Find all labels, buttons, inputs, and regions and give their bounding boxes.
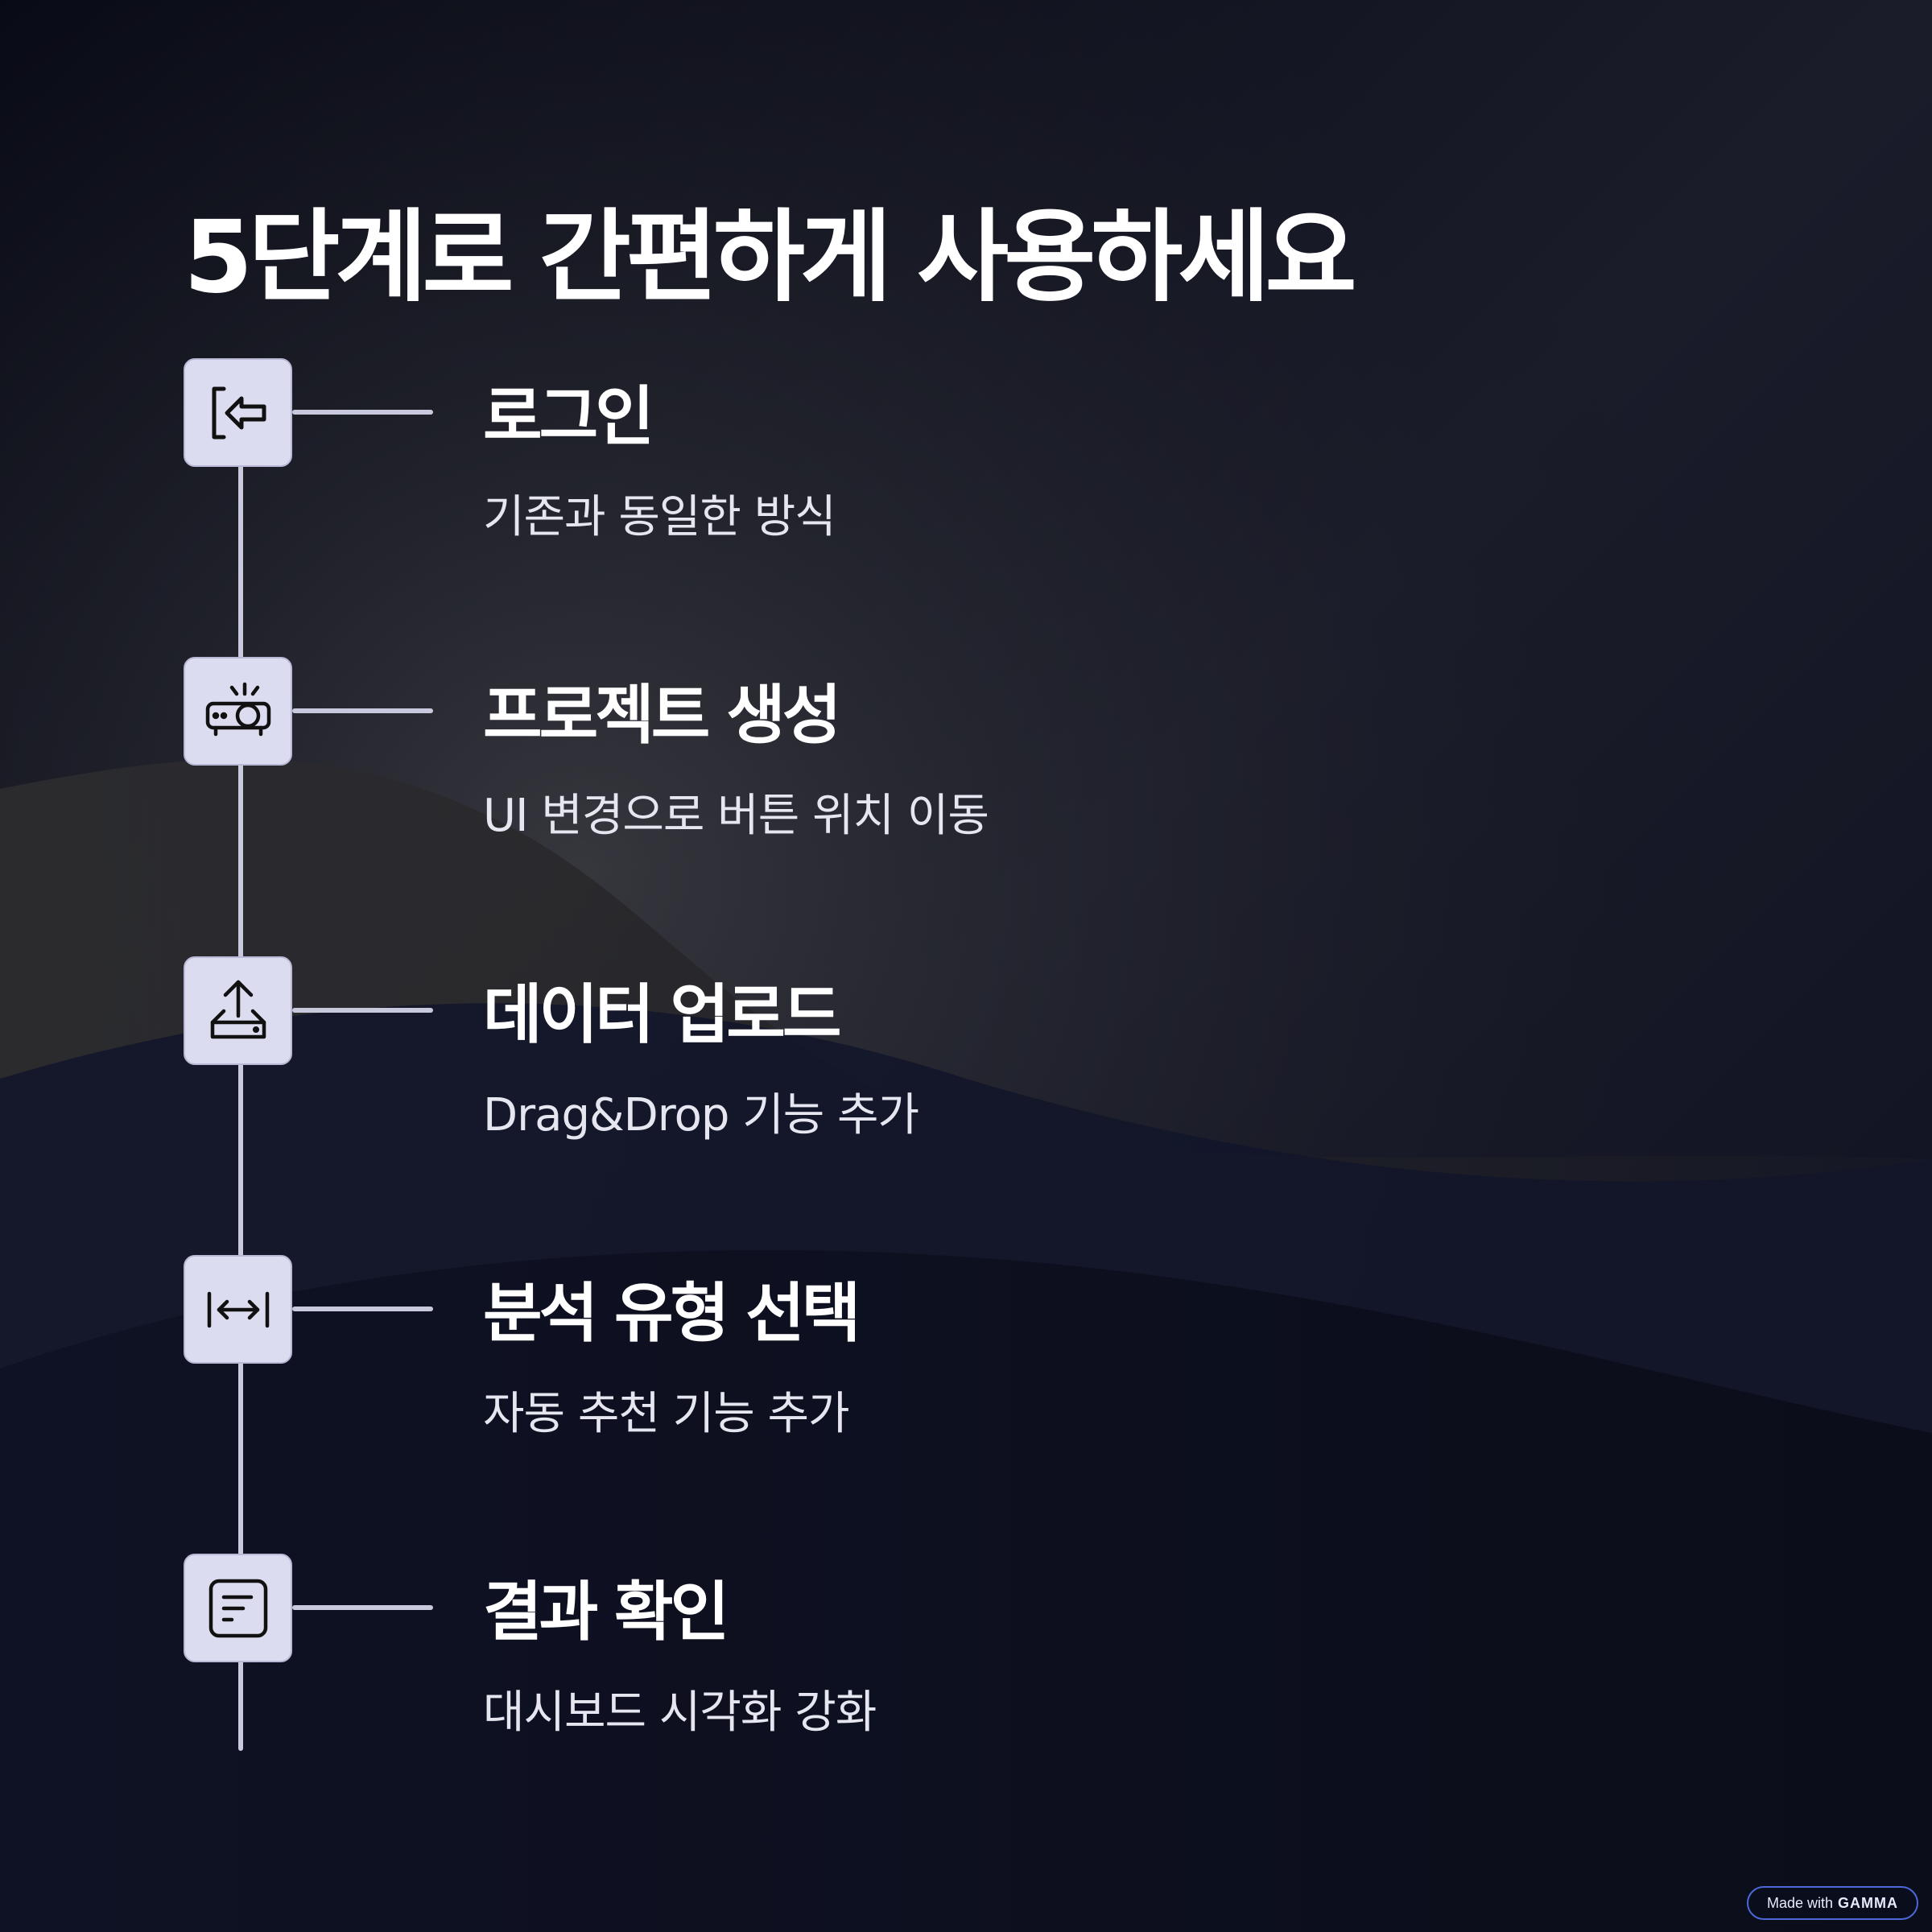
step-title: 분석 유형 선택 [483, 1276, 861, 1351]
badge-brand: GAMMA [1838, 1894, 1899, 1911]
timeline-line [238, 459, 243, 1751]
step-connector [292, 410, 433, 415]
step-icon-box [184, 1255, 292, 1364]
horizontal-arrows-icon [207, 1291, 269, 1327]
step-login: 로그인 기존과 동일한 방식 [0, 358, 1932, 543]
step-analysis-type: 분석 유형 선택 자동 추천 기능 추가 [0, 1255, 1932, 1440]
step-description: Drag&Drop 기능 추가 [483, 1089, 919, 1141]
step-title: 데이터 업로드 [483, 977, 841, 1052]
made-with-gamma-badge[interactable]: Made with GAMMA [1747, 1886, 1918, 1920]
step-title: 로그인 [483, 379, 654, 454]
login-arrow-icon [212, 386, 266, 439]
step-connector [292, 708, 433, 713]
step-connector [292, 1605, 433, 1610]
document-lines-icon [208, 1579, 267, 1637]
projector-icon [205, 682, 270, 736]
step-title: 결과 확인 [483, 1575, 729, 1649]
step-description: 자동 추천 기능 추가 [483, 1388, 850, 1440]
upload-icon [210, 980, 266, 1038]
step-create-project: 프로젝트 생성 UI 변경으로 버튼 위치 이동 [0, 657, 1932, 842]
step-description: UI 변경으로 버튼 위치 이동 [483, 790, 989, 842]
step-result-check: 결과 확인 대시보드 시각화 강화 [0, 1554, 1932, 1739]
badge-prefix: Made with [1766, 1894, 1834, 1911]
step-description: 대시보드 시각화 강화 [483, 1686, 877, 1739]
step-description: 기존과 동일한 방식 [483, 491, 836, 543]
step-connector [292, 1008, 433, 1013]
step-icon-box [184, 358, 292, 467]
page-title: 5단계로 간편하게 사용하세요 [184, 200, 1357, 316]
step-title: 프로젝트 생성 [483, 678, 841, 753]
step-data-upload: 데이터 업로드 Drag&Drop 기능 추가 [0, 956, 1932, 1141]
step-icon-box [184, 956, 292, 1065]
step-icon-box [184, 1554, 292, 1662]
step-connector [292, 1307, 433, 1311]
step-icon-box [184, 657, 292, 766]
